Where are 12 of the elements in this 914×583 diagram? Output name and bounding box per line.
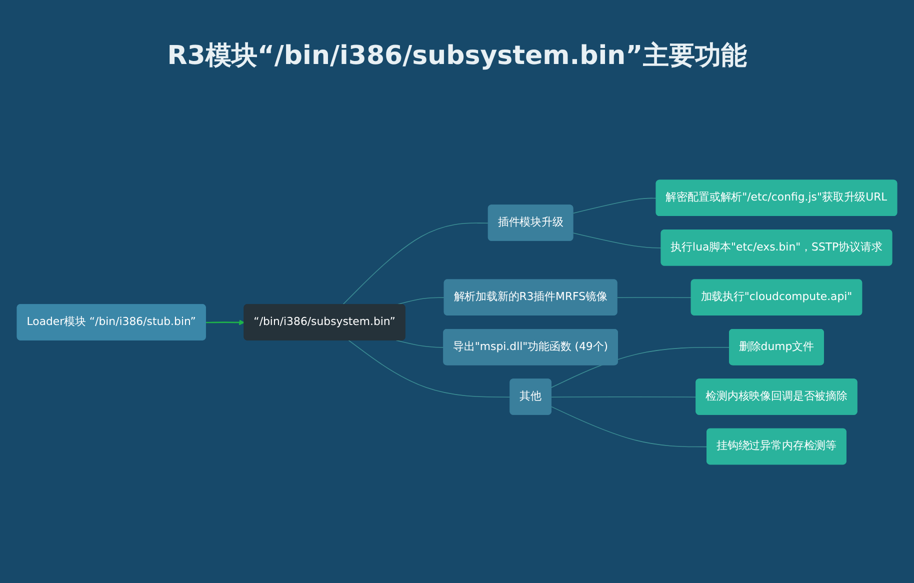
connector: [572, 198, 657, 214]
connector: [396, 340, 444, 348]
connector: [551, 346, 730, 388]
connector: [551, 406, 708, 447]
diagram-title: R3模块“/bin/i386/subsystem.bin”主要功能: [166, 40, 748, 73]
mind-map-diagram: Loader模块 “/bin/i386/stub.bin” “/bin/i386/subsystem.bin” 插件模块升级 解密配置或解析"/etc/config.js"获取升级URL 执行lua脚本"etc/exs.bin"，SSTP协议请求 解析加载新的R3插件MRFS镜像 加载执行"cloudcompute.api" 导出"mspi.dll"功能函数 (49个) 其他 删除dump文件 检测内核映像回调是否被摘除 挂钩绕过异常内存检测等: [12, 174, 902, 470]
arrow: [206, 319, 245, 326]
connector: [551, 396, 697, 398]
connector: [616, 296, 692, 298]
connector: [348, 340, 511, 398]
connector: [342, 222, 489, 305]
connector: [572, 232, 662, 248]
